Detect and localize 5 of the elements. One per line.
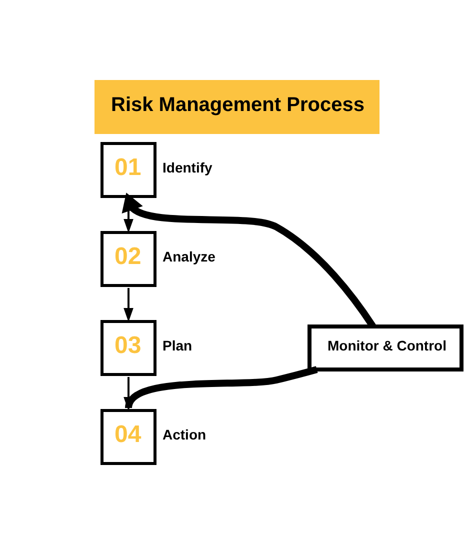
node-label: Action bbox=[162, 426, 206, 442]
node-label: Plan bbox=[162, 337, 192, 354]
node-label: Identify bbox=[162, 159, 212, 176]
node-label: Analyze bbox=[162, 248, 216, 264]
diagram-title: Risk Management Process bbox=[111, 94, 364, 116]
